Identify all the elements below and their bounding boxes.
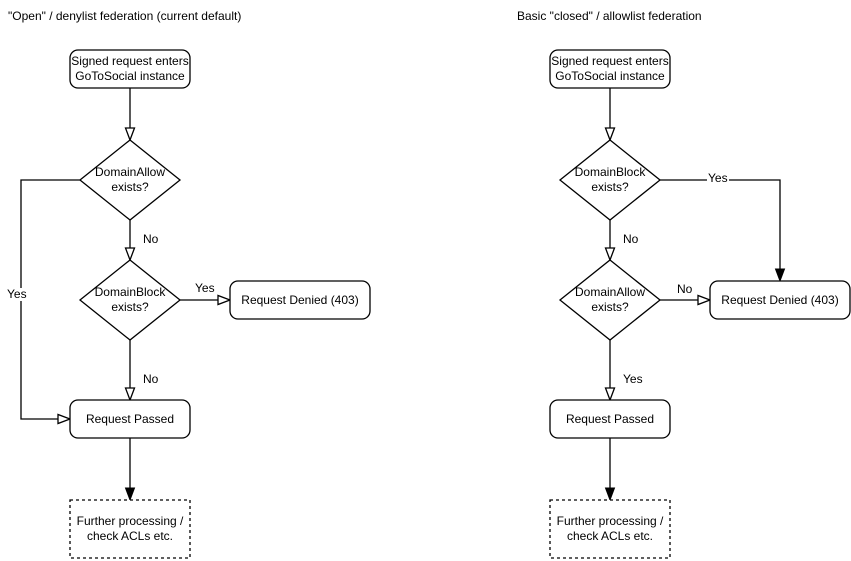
left-decision2-no-label: No — [142, 372, 160, 386]
edge-left-decision1-yes-loop — [20, 179, 80, 420]
node-left-decision1-diamond — [78, 139, 182, 221]
arrowhead-open-left-passed-top — [124, 387, 136, 402]
node-left-entry-box — [69, 49, 191, 89]
node-right-passed-box — [549, 399, 671, 439]
node-right-decision1-diamond — [558, 139, 662, 221]
node-left-decision2-diamond — [78, 259, 182, 341]
node-left-passed-box — [69, 399, 191, 439]
right-decision1-no-label: No — [622, 232, 640, 246]
node-left-further-box — [69, 499, 191, 559]
left-flow-title: "Open" / denylist federation (current de… — [8, 9, 242, 23]
left-decision1-no-label: No — [142, 232, 160, 246]
arrowhead-solid-left-further — [124, 487, 136, 502]
node-left-denied-box — [229, 280, 371, 320]
edge-right-decision1-yes — [660, 179, 781, 273]
arrowhead-open-left-passed-side — [57, 413, 72, 425]
left-decision2-yes-label: Yes — [194, 281, 216, 295]
node-right-entry-box — [549, 49, 671, 89]
arrowhead-open-left-decision1 — [124, 127, 136, 142]
arrowhead-open-right-denied-side — [697, 294, 712, 306]
arrowhead-open-right-passed — [604, 387, 616, 402]
node-right-decision2-diamond — [558, 259, 662, 341]
arrowhead-open-left-denied — [217, 294, 232, 306]
right-decision2-yes-label: Yes — [622, 372, 644, 386]
arrowhead-solid-right-further — [604, 487, 616, 502]
node-right-denied-box — [709, 280, 851, 320]
right-decision2-no-label: No — [676, 282, 694, 296]
node-right-further-box — [549, 499, 671, 559]
left-decision1-yes-label: Yes — [6, 287, 28, 301]
arrowhead-open-right-decision1 — [604, 127, 616, 142]
arrowhead-solid-right-denied-top — [774, 268, 786, 283]
arrowhead-open-right-decision2 — [604, 247, 616, 262]
right-decision1-yes-label: Yes — [707, 171, 729, 185]
arrowhead-open-left-decision2 — [124, 247, 136, 262]
right-flow-title: Basic "closed" / allowlist federation — [517, 9, 702, 23]
